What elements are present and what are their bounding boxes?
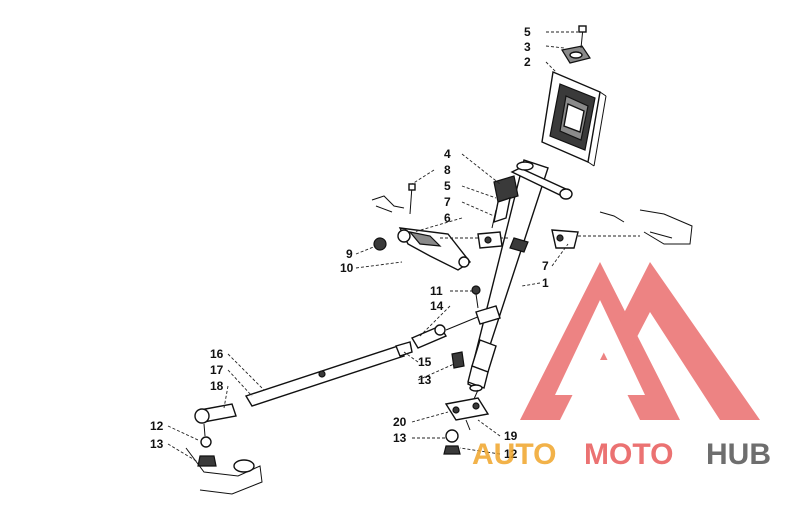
callout-5-mid: 5 <box>444 179 451 193</box>
tie-rod <box>244 341 413 407</box>
top-cap <box>561 25 591 64</box>
callout-20: 20 <box>393 415 407 429</box>
callout-labels: 5 3 2 4 8 5 7 6 9 10 7 1 11 14 16 17 18 … <box>150 25 549 461</box>
steering-arm <box>373 183 472 271</box>
watermark-moto: MOTO <box>584 438 673 471</box>
lower-bracket <box>443 397 490 455</box>
callout-leaders <box>167 31 578 463</box>
watermark-auto: AUTO <box>472 438 556 471</box>
right-bracket <box>551 209 693 249</box>
callout-2: 2 <box>524 55 531 69</box>
upper-tie-rod-end <box>410 285 501 369</box>
left-mount-sketch <box>371 195 510 239</box>
callout-13-bottom: 13 <box>393 431 407 445</box>
callout-6: 6 <box>444 211 451 225</box>
callout-10: 10 <box>340 261 354 275</box>
callout-5-top: 5 <box>524 25 531 39</box>
callout-4: 4 <box>444 147 451 161</box>
clamp-block <box>491 175 519 229</box>
watermark-text: AUTO MOTO HUB <box>472 438 771 471</box>
handlebar-block <box>541 71 607 167</box>
callout-9: 9 <box>346 247 353 261</box>
callout-16: 16 <box>210 347 224 361</box>
mid-bracket <box>477 231 503 249</box>
callout-8: 8 <box>444 163 451 177</box>
watermark-logo <box>520 262 760 420</box>
watermark-hub: HUB <box>706 438 771 471</box>
callout-12-bottom: 12 <box>504 447 518 461</box>
callout-11: 11 <box>430 284 443 298</box>
callout-1: 1 <box>542 276 549 290</box>
callout-18: 18 <box>210 379 224 393</box>
callout-15: 15 <box>418 355 432 369</box>
callout-7-right: 7 <box>542 259 549 273</box>
lower-tie-rod-end <box>185 403 263 495</box>
callout-3: 3 <box>524 40 531 54</box>
callout-13-left: 13 <box>150 437 164 451</box>
callout-13-mid: 13 <box>418 373 432 387</box>
callout-19: 19 <box>504 429 518 443</box>
callout-17: 17 <box>210 363 224 377</box>
callout-12-left: 12 <box>150 419 164 433</box>
callout-7-mid: 7 <box>444 195 451 209</box>
callout-14: 14 <box>430 299 444 313</box>
